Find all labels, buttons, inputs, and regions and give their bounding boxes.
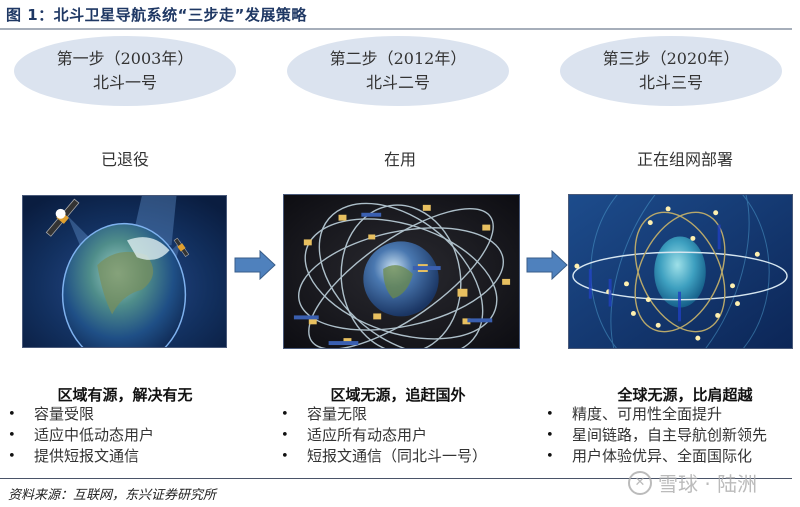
stage-3-heading: 全球无源，比肩超越 — [617, 386, 753, 404]
feature-item: •精度、可用性全面提升 — [546, 405, 723, 423]
source-note: 资料来源：互联网，东兴证券研究所 — [8, 488, 217, 503]
watermark-text: 雪球 · 陆洲 — [658, 472, 758, 496]
constellation-orbits-illustration — [284, 195, 519, 348]
stage-2-ellipse: 第二步（2012年） 北斗二号 — [287, 36, 509, 106]
footer-divider — [0, 478, 792, 479]
stage-2-name: 北斗二号 — [365, 73, 430, 92]
feature-item: •星间链路，自主导航创新领先 — [546, 426, 768, 444]
stage-3-features: •精度、可用性全面提升 •星间链路，自主导航创新领先 •用户体验优异、全面国际化 — [546, 404, 800, 467]
global-network-illustration — [569, 195, 792, 348]
stage-2: 第二步（2012年） 北斗二号 在用 — [265, 0, 535, 480]
stage-3-step: 第三步（2020年） — [602, 49, 740, 68]
stage-1-ellipse: 第一步（2003年） 北斗一号 — [14, 36, 236, 106]
right-arrow-icon — [526, 250, 568, 280]
feature-item: •适应中低动态用户 — [8, 426, 155, 444]
figure-title: 图 1：北斗卫星导航系统“三步走”发展策略 — [6, 6, 307, 24]
stage-2-features: •容量无限 •适应所有动态用户 •短报文通信（同北斗一号） — [281, 404, 487, 467]
stage-1: 第一步（2003年） 北斗一号 已退役 — [0, 0, 270, 480]
stage-3-ellipse: 第三步（2020年） 北斗三号 — [560, 36, 782, 106]
stage-3: 第三步（2020年） 北斗三号 正在组网部署 — [530, 0, 800, 480]
feature-item: •容量无限 — [281, 405, 368, 423]
feature-item: •用户体验优异、全面国际化 — [546, 447, 753, 465]
feature-item: •容量受限 — [8, 405, 95, 423]
stage-2-image — [283, 194, 520, 349]
stage-2-step: 第二步（2012年） — [329, 49, 467, 68]
feature-item: •适应所有动态用户 — [281, 426, 428, 444]
stage-1-status: 已退役 — [100, 150, 149, 169]
stage-2-status: 在用 — [383, 150, 416, 169]
feature-item: •短报文通信（同北斗一号） — [281, 447, 488, 465]
right-arrow-icon — [234, 250, 276, 280]
stage-3-status: 正在组网部署 — [636, 150, 733, 169]
stage-1-name: 北斗一号 — [92, 73, 157, 92]
stage-1-image — [22, 195, 227, 348]
stage-1-features: •容量受限 •适应中低动态用户 •提供短报文通信 — [8, 404, 154, 467]
title-divider — [0, 28, 792, 30]
snowball-logo-icon: ✕ — [628, 470, 652, 495]
feature-item: •提供短报文通信 — [8, 447, 140, 465]
regional-satellite-illustration — [23, 196, 226, 347]
stage-3-image — [568, 194, 793, 349]
stage-2-heading: 区域无源，追赶国外 — [330, 386, 466, 404]
stage-3-name: 北斗三号 — [638, 73, 703, 92]
watermark: ✕ 雪球 · 陆洲 — [628, 468, 757, 497]
stage-1-heading: 区域有源，解决有无 — [57, 386, 193, 404]
stage-1-step: 第一步（2003年） — [56, 49, 194, 68]
